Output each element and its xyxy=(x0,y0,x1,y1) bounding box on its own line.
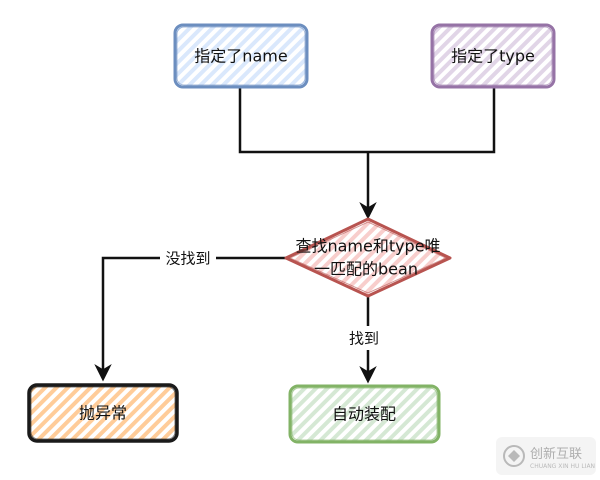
node-decision: 查找name和type唯 一匹配的bean xyxy=(284,217,452,298)
type-box-label: 指定了type xyxy=(451,47,535,66)
exception-box-label: 抛异常 xyxy=(79,404,127,423)
node-throw-exception: 抛异常 xyxy=(27,383,179,443)
edge-not-found xyxy=(94,256,288,382)
watermark-text-cn: 创新互联 xyxy=(530,446,582,462)
not-found-label-bg xyxy=(160,246,216,270)
decision-label-line2: 一匹配的bean xyxy=(314,260,418,279)
edge-name-to-merge xyxy=(238,87,368,154)
decision-label-line1: 查找name和type唯 xyxy=(295,237,440,256)
watermark-logo-icon xyxy=(503,445,525,467)
edge-type-to-merge xyxy=(368,87,496,154)
not-found-label: 没找到 xyxy=(165,250,210,268)
name-box-label: 指定了name xyxy=(194,47,287,66)
found-label: 找到 xyxy=(349,330,379,348)
node-name-specified: 指定了name xyxy=(173,23,309,89)
connectors xyxy=(94,87,496,384)
watermark-text-en: CHUANG XIN HU LIAN xyxy=(530,463,595,470)
found-label-bg xyxy=(343,326,385,350)
node-autowire: 自动装配 xyxy=(288,384,441,444)
watermark-bg xyxy=(496,437,596,475)
autowire-box-label: 自动装配 xyxy=(332,405,396,424)
watermark: 创新互联 CHUANG XIN HU LIAN xyxy=(496,437,596,475)
node-type-specified: 指定了type xyxy=(430,23,556,89)
